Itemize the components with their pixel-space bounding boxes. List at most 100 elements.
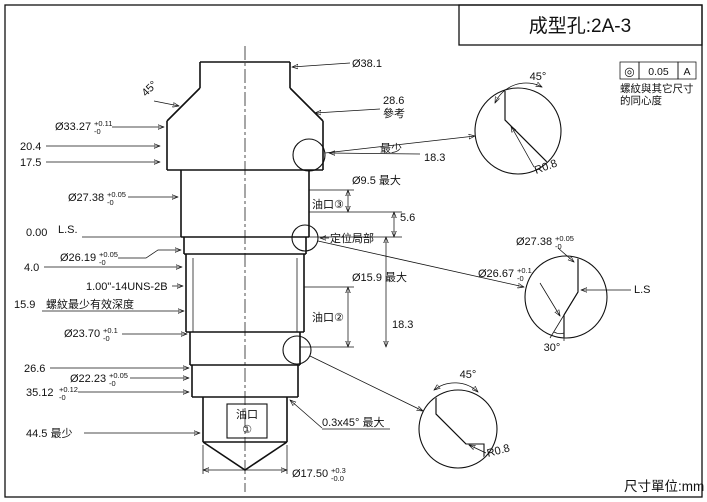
oil-port-2-label: 油口② [312,310,344,324]
tol-sub-d2370: -0 [103,334,110,343]
detail-view-top: 45° R0.8 [474,71,562,177]
datum-zero-label: 0.00 [26,227,47,239]
dim-label-d2738: Ø27.38 [68,192,104,204]
detail-mid-angle-ext-slant [549,314,565,339]
tol-sub-d2223: -0 [109,379,116,388]
dim-label-40: 4.0 [24,262,39,274]
tol-sup-d2370: +0.1 [103,326,118,335]
tol-sub-d1750: -0.0 [331,474,344,483]
detail-marker-a [292,138,326,172]
tol-sub-3512: -0 [59,393,66,402]
dim-label-175: 17.5 [20,157,41,169]
detail-bot-angle-label: 45° [460,369,477,381]
detail-mid-d2738-sub: -0 [555,242,562,251]
dim-label-ref-value: 28.6 [383,95,404,107]
detail-marker-b [291,224,319,252]
oil-port-1-box [226,403,268,439]
detail-view-middle: Ø27.38 +0.05 -0 Ø26.67 +0.1 -0 L.S 30° [478,234,651,354]
page-border [4,4,703,498]
tol-sub-d2738: -0 [107,198,114,207]
concentricity-icon: ◎ [624,65,634,79]
thread-minor-lines [192,258,298,332]
tol-sup-d2738: +0.05 [107,190,126,199]
detail-bot-radius-leader [469,445,487,454]
dim-label-d1750: Ø17.50 [292,468,328,480]
detail-mid-ls-label: L.S [634,284,651,296]
dim-label-183-top: 18.3 [424,152,445,164]
tip-chamfer-note: 0.3x45° 最大 [322,415,384,429]
gdt-note-line1: 螺紋與其它尺寸 [620,82,694,95]
dim-label-d3327: Ø33.27 [55,121,91,133]
oil-port-1-number: ① [242,424,252,436]
tol-sup-d2619: +0.05 [99,250,118,259]
dim-label-266: 26.6 [24,363,45,375]
detail-mid-d2738-sup: +0.05 [555,234,574,243]
unit-label: 尺寸單位:mm [624,479,704,494]
dim-label-204: 20.4 [20,141,41,153]
detail-mid-circle [524,255,608,339]
detail-leader-b [317,240,524,287]
leader-ref [315,108,381,113]
thread-depth-note: 螺紋最少有效深度 [46,297,134,311]
gdt-note-line2: 的同心度 [620,94,662,107]
oil-port-1-word: 油口 [236,407,258,421]
detail-mid-d2738-label: Ø27.38 [516,236,552,248]
detail-top-edge [504,89,549,164]
part-outline [166,61,324,471]
detail-leader-c [309,355,423,411]
leader-min [329,153,421,154]
tol-sup-d2223: +0.05 [109,371,128,380]
dim-line-d2619 [118,250,181,259]
datum-ls-label: L.S. [58,224,78,236]
dim-label-d2370: Ø23.70 [64,328,100,340]
detail-mid-angle-label: 30° [544,342,561,354]
detail-mid-d2738-leader [557,247,574,262]
detail-mid-angle-arc [553,331,565,334]
dim-label-183-mid: 18.3 [392,319,413,331]
dim-label-min-word: 最少 [380,142,402,155]
detail-bot-radius-label: R0.8 [486,442,512,460]
gdt-tolerance: 0.05 [648,66,669,78]
detail-top-radius-label: R0.8 [533,158,559,177]
detail-bot-circle [418,389,498,469]
title-box [458,4,703,46]
dim-label-d2223: Ø22.23 [70,373,106,385]
leader-tip-chamfer [290,400,323,429]
dim-label-d159: Ø15.9 最大 [352,270,407,284]
dim-label-445: 44.5 最少 [26,427,72,440]
tol-sup-3512: +0.12 [59,385,78,394]
dim-label-d381: Ø38.1 [352,58,382,70]
detail-mid-d2667-label: Ø26.67 [478,268,514,280]
detail-mid-hatch [563,257,606,337]
tol-sup-d1750: +0.3 [331,466,346,475]
page-title: 成型孔:2A-3 [529,15,631,37]
dim-label-159: 15.9 [14,299,35,311]
gdt-callout: ◎ 0.05 A 螺紋與其它尺寸 的同心度 [619,61,697,107]
dim-label-56: 5.6 [400,212,415,224]
gdt-cell-datum [677,61,697,80]
detail-marker-c [282,335,312,365]
dim-label-ref-word: 參考 [383,106,405,120]
dim-label-d95: Ø9.5 最大 [352,173,401,187]
detail-view-bottom: 45° R0.8 [418,369,512,469]
tol-sub-d2619: -0 [99,258,106,267]
detail-top-angle-label: 45° [530,71,547,83]
detail-bot-edge [435,392,484,445]
locating-label: 定位局部 [330,231,374,245]
detail-mid-d2667-sup: +0.1 [517,266,532,275]
leader-top-chamfer-angle [153,100,179,106]
thread-callout: 1.00"-14UNS-2B [86,281,168,293]
detail-top-hatch [504,89,560,164]
detail-mid-d2667-sub: -0 [517,274,524,283]
gdt-datum: A [683,66,690,78]
tol-sub-d3327: -0 [94,127,101,136]
detail-mid-edge [563,257,579,337]
detail-top-radius-leader [511,126,535,168]
tol-sup-d3327: +0.11 [94,119,112,128]
oil-port-3-label: 油口③ [312,197,344,211]
dim-label-top-chamfer-angle: 45° [140,79,160,99]
dim-label-d2619: Ø26.19 [60,252,96,264]
detail-bot-angle-arc [434,382,478,392]
detail-top-angle-arc [495,83,542,103]
